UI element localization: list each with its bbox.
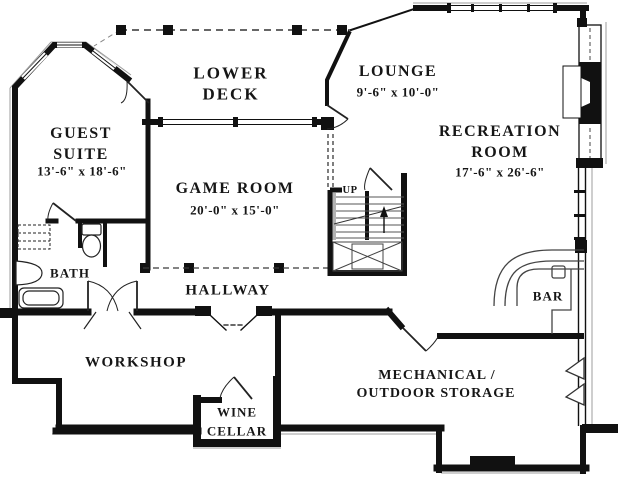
stairs <box>327 173 407 276</box>
fireplace <box>562 18 603 168</box>
stairs-up-label: UP <box>342 184 358 196</box>
toilet-icon <box>81 223 102 258</box>
room-dimensions-recreation: 17'-6" x 26'-6" <box>455 164 545 180</box>
room-label-wine-cellar-line1: WINE <box>216 404 258 420</box>
room-label-recreation-line2: ROOM <box>471 144 529 161</box>
room-label-lounge: LOUNGE <box>358 63 438 80</box>
interior-walls <box>45 98 284 331</box>
bath-fixtures <box>15 223 102 309</box>
room-label-bar: BAR <box>532 288 564 304</box>
door-arcs <box>47 80 439 400</box>
exterior-walls <box>0 5 618 474</box>
room-dimensions-game-room: 20'-0" x 15'-0" <box>190 202 280 218</box>
room-label-recreation-line1: RECREATION <box>438 123 562 140</box>
room-label-guest-suite-line1: GUEST <box>50 125 112 142</box>
bar-sink-icon <box>551 265 566 279</box>
closet-shelves-icon <box>17 224 51 250</box>
room-dimensions-guest-suite: 13'-6" x 18'-6" <box>37 163 127 179</box>
room-label-wine-cellar-line2: CELLAR <box>206 423 268 439</box>
column-lines <box>143 134 334 269</box>
right-window-band <box>574 166 587 426</box>
windows <box>21 3 557 127</box>
room-label-mechanical-line1: MECHANICAL / <box>378 368 496 383</box>
room-label-mechanical-line2: OUTDOOR STORAGE <box>356 386 516 401</box>
siding-lines <box>9 2 607 474</box>
room-label-workshop: WORKSHOP <box>84 354 188 371</box>
bar-counter <box>493 249 584 334</box>
room-dimensions-lounge: 9'-6" x 10'-0" <box>356 84 440 100</box>
room-label-game-room: GAME ROOM <box>175 180 295 197</box>
room-label-bath: BATH <box>50 265 90 281</box>
exterior-door-chevrons <box>564 356 585 407</box>
room-label-lower-deck-line2: DECK <box>202 84 260 104</box>
room-label-guest-suite-line2: SUITE <box>53 146 109 163</box>
sink-icon <box>15 260 43 286</box>
deck-railing <box>93 25 352 47</box>
room-label-hallway: HALLWAY <box>185 282 271 299</box>
bathtub-icon <box>18 287 64 309</box>
room-label-lower-deck-line1: LOWER <box>193 63 269 83</box>
